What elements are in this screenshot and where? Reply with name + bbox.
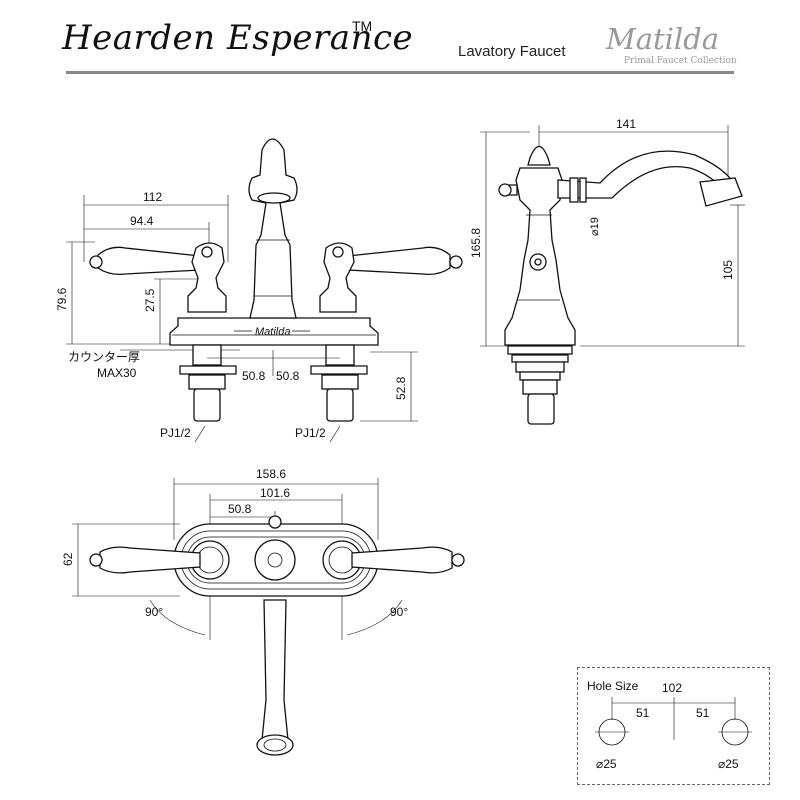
logo-name: Matilda <box>606 22 720 56</box>
dim-dia-19: ⌀19 <box>589 217 601 236</box>
thread-left: PJ1/2 <box>160 426 191 440</box>
trademark: TM <box>352 18 373 34</box>
product-name: Lavatory Faucet <box>458 43 566 60</box>
dim-165-8: 165.8 <box>469 228 483 258</box>
plate-logo: Matilda <box>255 326 290 338</box>
dim-79-6: 79.6 <box>55 287 69 311</box>
dim-141: 141 <box>616 117 636 131</box>
thread-right: PJ1/2 <box>295 426 326 440</box>
counter-max: MAX30 <box>97 366 137 380</box>
rotation-right: 90° <box>390 605 408 619</box>
dim-62: 62 <box>61 552 75 566</box>
front-view: 112 94.4 79.6 27.5 カウンター厚 MAX30 Matilda <box>55 138 463 443</box>
side-view: 141 165.8 105 ⌀19 <box>469 117 745 425</box>
rotation-left: 90° <box>145 605 163 619</box>
hole-dia-right: ⌀25 <box>718 757 739 771</box>
dim-50-8-right: 50.8 <box>276 369 300 383</box>
dim-112: 112 <box>143 190 162 204</box>
header-rule <box>66 71 734 74</box>
counter-label: カウンター厚 <box>68 350 140 364</box>
hole-dia-left: ⌀25 <box>596 757 617 771</box>
dim-50-8-top: 50.8 <box>228 502 252 516</box>
top-view: 158.6 101.6 50.8 62 <box>61 467 465 756</box>
dim-158-6: 158.6 <box>256 467 286 481</box>
dim-50-8-left: 50.8 <box>242 369 266 383</box>
dim-94-4: 94.4 <box>130 214 154 228</box>
dim-52-8: 52.8 <box>394 376 408 400</box>
dim-101-6: 101.6 <box>260 486 290 500</box>
hole-total: 102 <box>662 681 682 695</box>
dim-27-5: 27.5 <box>143 288 157 312</box>
dim-105: 105 <box>721 260 735 280</box>
hole-right: 51 <box>696 706 710 720</box>
hole-size-title: Hole Size <box>587 679 639 693</box>
hole-size-box <box>577 667 770 785</box>
logo-subtitle: Primal Faucet Collection <box>624 56 737 66</box>
hole-left: 51 <box>636 706 650 720</box>
brand-title: Hearden Esperance <box>62 18 414 58</box>
hole-size: Hole Size 102 51 51 ⌀25 ⌀25 <box>587 679 752 771</box>
